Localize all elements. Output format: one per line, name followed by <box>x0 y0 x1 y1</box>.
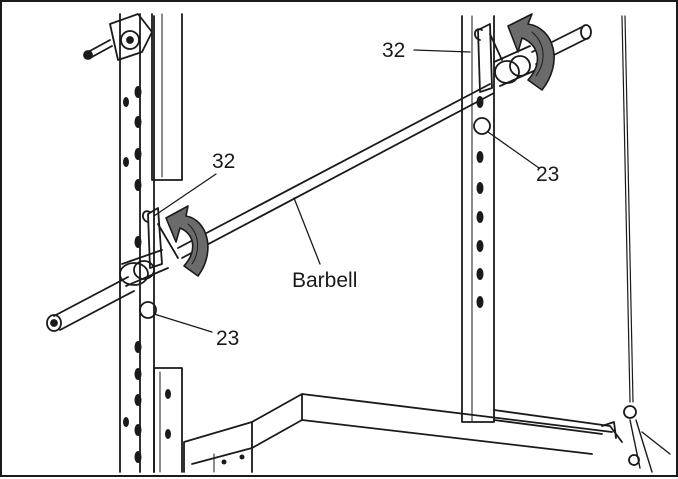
left-upright <box>83 13 253 473</box>
part-32-label-left: 32 <box>212 150 236 173</box>
part-23-label-bottom: 23 <box>216 327 240 350</box>
rotation-arrow-left <box>165 205 209 277</box>
rotation-arrow-right <box>507 13 555 91</box>
leader-lines <box>153 49 540 333</box>
part-32-label-top: 32 <box>382 39 406 62</box>
barbell-label: Barbell <box>292 269 358 292</box>
cable <box>621 15 671 473</box>
base-frame <box>251 393 623 455</box>
right-upright <box>461 15 495 423</box>
barbell <box>46 23 592 332</box>
part-23-label-right: 23 <box>536 163 560 186</box>
